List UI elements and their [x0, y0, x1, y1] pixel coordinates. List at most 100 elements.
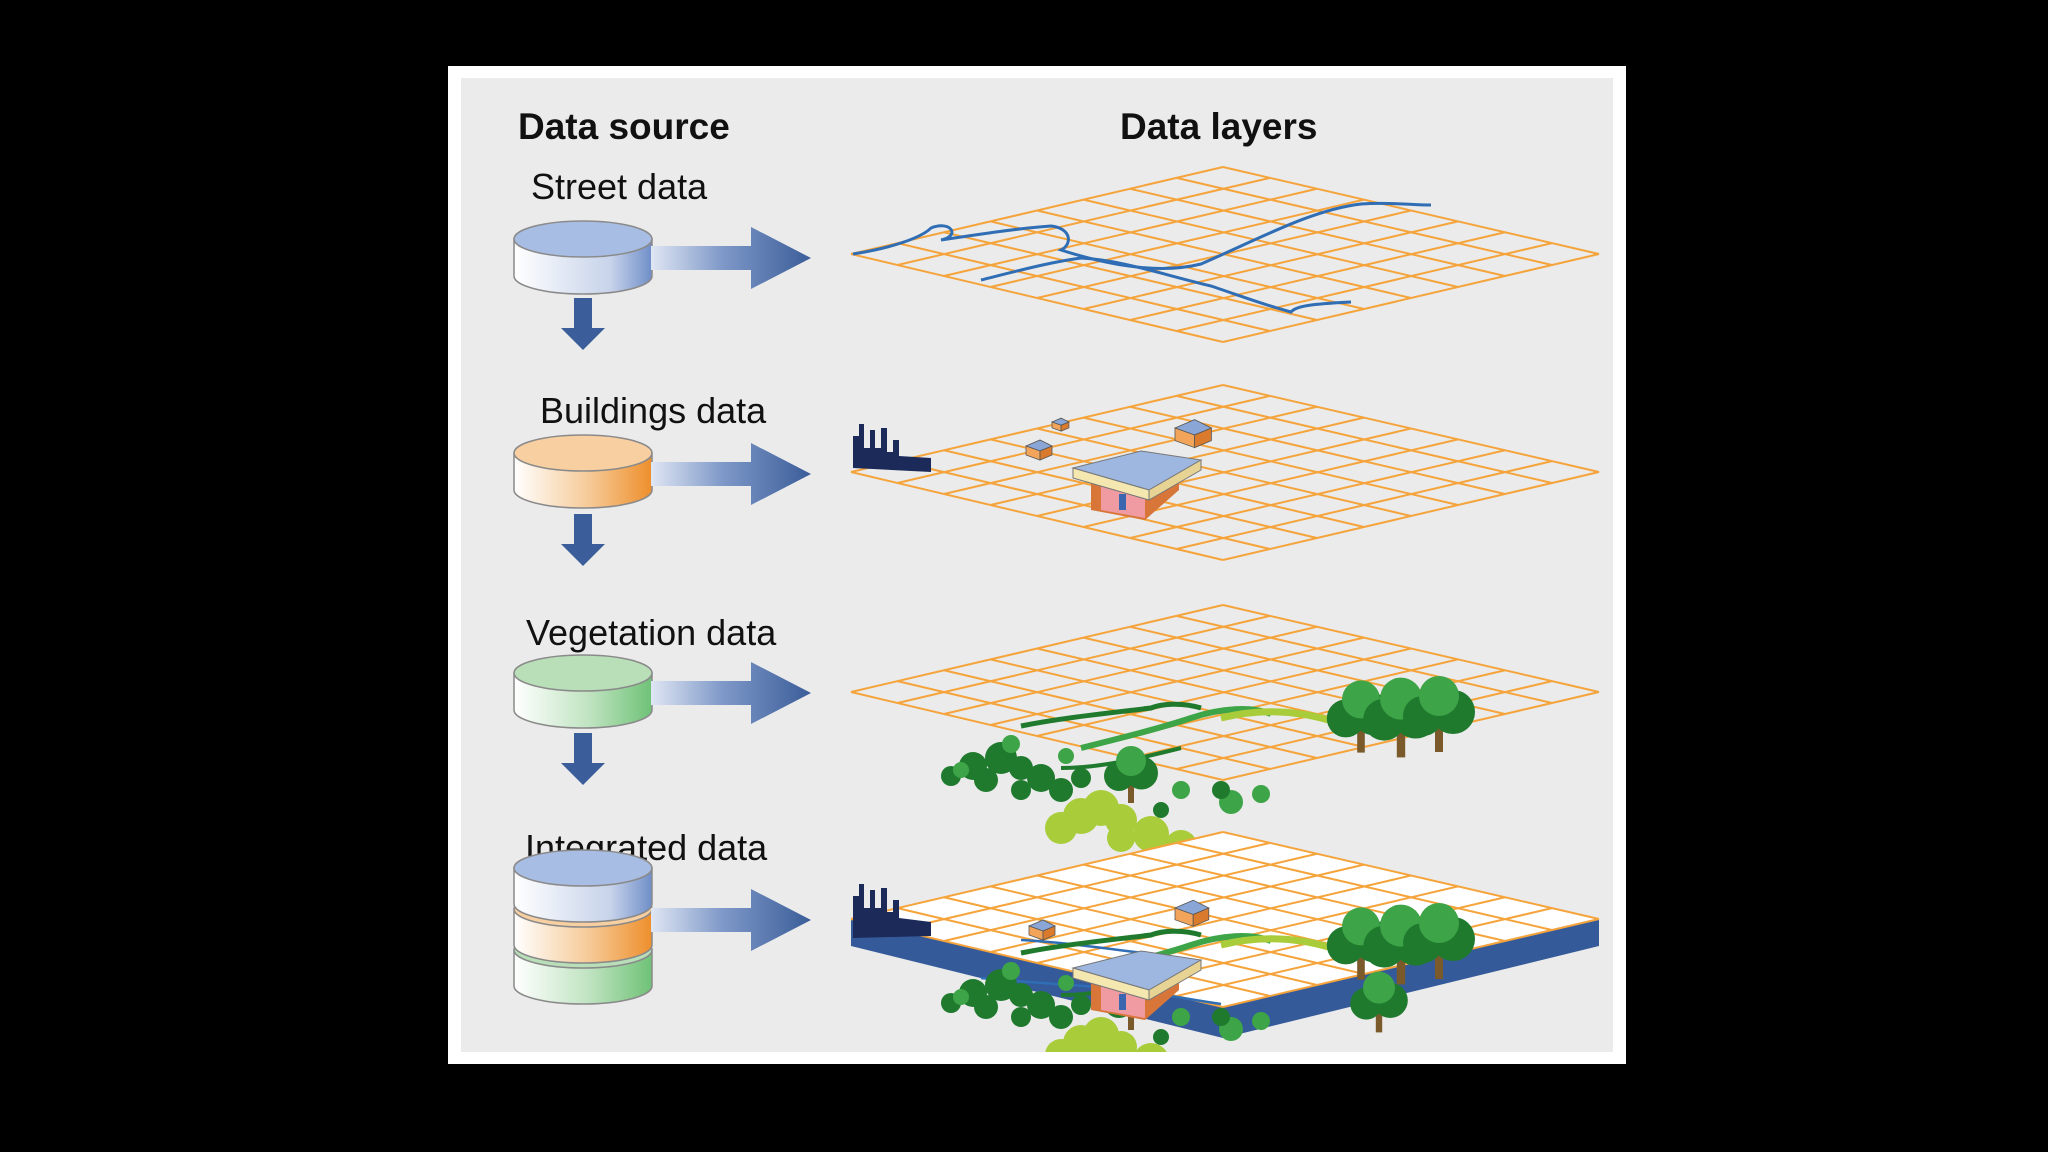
- grid-line: [1083, 220, 1459, 310]
- building-door: [1119, 494, 1126, 510]
- grid-line: [1176, 176, 1553, 266]
- house-wall: [1192, 907, 1210, 927]
- flow-arrows: [561, 227, 811, 951]
- right-arrow-icon: [651, 889, 811, 951]
- integrated-layer: [850, 831, 1600, 1052]
- buildings-database-icon: [513, 434, 653, 509]
- vegetation-patch: [1045, 812, 1077, 844]
- vegetation-patch: [1027, 991, 1055, 1019]
- tree-crown: [1116, 746, 1146, 776]
- vegetation-patch: [1071, 768, 1091, 788]
- vegetation-patch: [974, 995, 998, 1019]
- tree-trunk: [1396, 728, 1406, 758]
- vegetation-patch: [1252, 785, 1270, 803]
- house-wall: [1060, 421, 1070, 432]
- tree-trunk: [1128, 782, 1134, 803]
- tree-trunk: [1435, 724, 1443, 752]
- grid-line: [1222, 166, 1600, 255]
- vegetation-patch: [1002, 735, 1020, 753]
- house-wall: [1039, 445, 1053, 461]
- vegetation-patch: [1135, 1043, 1167, 1052]
- vegetation-patch: [1058, 748, 1074, 764]
- house-wall: [1194, 427, 1212, 449]
- tree-crown: [1419, 903, 1459, 943]
- cylinder-top: [513, 654, 653, 692]
- vegetation-patch: [953, 989, 969, 1005]
- vegetation-patch: [1153, 802, 1169, 818]
- tree-trunk: [1128, 1009, 1134, 1030]
- building-door: [1119, 994, 1126, 1010]
- vegetation-patch: [1011, 780, 1031, 800]
- vegetation-patch: [1011, 1007, 1031, 1027]
- grid-line: [1176, 841, 1553, 931]
- grid-line: [1222, 384, 1600, 473]
- right-arrow-icon: [651, 662, 811, 724]
- grid-line: [1129, 449, 1506, 539]
- cylinder-top: [513, 220, 653, 258]
- grid-line: [1036, 647, 1412, 737]
- street-database-icon: [513, 220, 653, 295]
- street-line: [852, 201, 1432, 270]
- data-source-header: Data source: [518, 106, 730, 147]
- grid-line: [1176, 614, 1553, 704]
- label-buildings-data: Buildings data: [540, 390, 767, 431]
- vegetation-strip: [1020, 701, 1202, 729]
- tree-trunk: [1435, 951, 1443, 979]
- skyline-icon: [853, 424, 931, 472]
- right-arrow-icon: [651, 443, 811, 505]
- vegetation-patch: [974, 768, 998, 792]
- vegetation-patch: [1027, 764, 1055, 792]
- tree-crown: [1363, 971, 1395, 1004]
- vegetation-patch: [1049, 1005, 1073, 1029]
- tree-trunk: [1396, 955, 1406, 985]
- diagram-art: [513, 166, 1600, 1052]
- grid-line: [1129, 187, 1506, 277]
- vegetation-patch: [1058, 975, 1074, 991]
- vegetation-patch: [1049, 778, 1073, 802]
- vegetation-patch: [1107, 824, 1135, 852]
- label-vegetation-data: Vegetation data: [526, 612, 777, 653]
- vegetation-patch: [1212, 1008, 1230, 1026]
- skyline-icon: [853, 884, 931, 938]
- right-arrow-icon: [651, 227, 811, 289]
- vegetation-patch: [1071, 995, 1091, 1015]
- cylinder-top: [513, 849, 653, 887]
- vegetation-patch: [1172, 1008, 1190, 1026]
- vegetation-database-icon: [513, 654, 653, 729]
- vegetation-patch: [1133, 816, 1169, 852]
- vegetation-patch: [1212, 781, 1230, 799]
- grid-line: [1129, 231, 1506, 321]
- vegetation-patch: [1105, 1031, 1137, 1052]
- building-eave: [1148, 959, 1202, 1001]
- tree-trunk: [1357, 953, 1365, 980]
- buildings-layer: [850, 384, 1600, 561]
- cylinder-top: [513, 434, 653, 472]
- label-street-data: Street data: [531, 166, 708, 207]
- tree-trunk: [1357, 726, 1365, 753]
- grid-line: [1176, 394, 1553, 484]
- grid-line: [1222, 253, 1600, 343]
- vegetation-strip: [1020, 928, 1202, 956]
- building-eave: [1148, 459, 1202, 501]
- vegetation-patch: [1115, 1051, 1127, 1052]
- grid-line: [1083, 198, 1459, 288]
- vegetation-layer: [850, 604, 1600, 870]
- vegetation-patch: [1172, 781, 1190, 799]
- down-arrow-icon: [561, 514, 605, 566]
- vegetation-patch: [1002, 962, 1020, 980]
- tree-crown: [1419, 676, 1459, 716]
- grid-line: [1222, 831, 1600, 920]
- vegetation-patch: [1045, 1039, 1077, 1052]
- street-line: [980, 256, 1352, 314]
- vegetation-patch: [1009, 756, 1033, 780]
- house-wall: [1042, 925, 1056, 941]
- down-arrow-icon: [561, 733, 605, 785]
- diagram-panel: Data source Data layers Street data Buil…: [461, 78, 1613, 1052]
- grid-line: [1222, 471, 1600, 561]
- vegetation-patch: [1153, 1029, 1169, 1045]
- vegetation-strip: [1080, 706, 1273, 751]
- tree-trunk: [1375, 1010, 1383, 1033]
- down-arrow-icon: [561, 298, 605, 350]
- vegetation-patch: [1252, 1012, 1270, 1030]
- data-layers-header: Data layers: [1120, 106, 1318, 147]
